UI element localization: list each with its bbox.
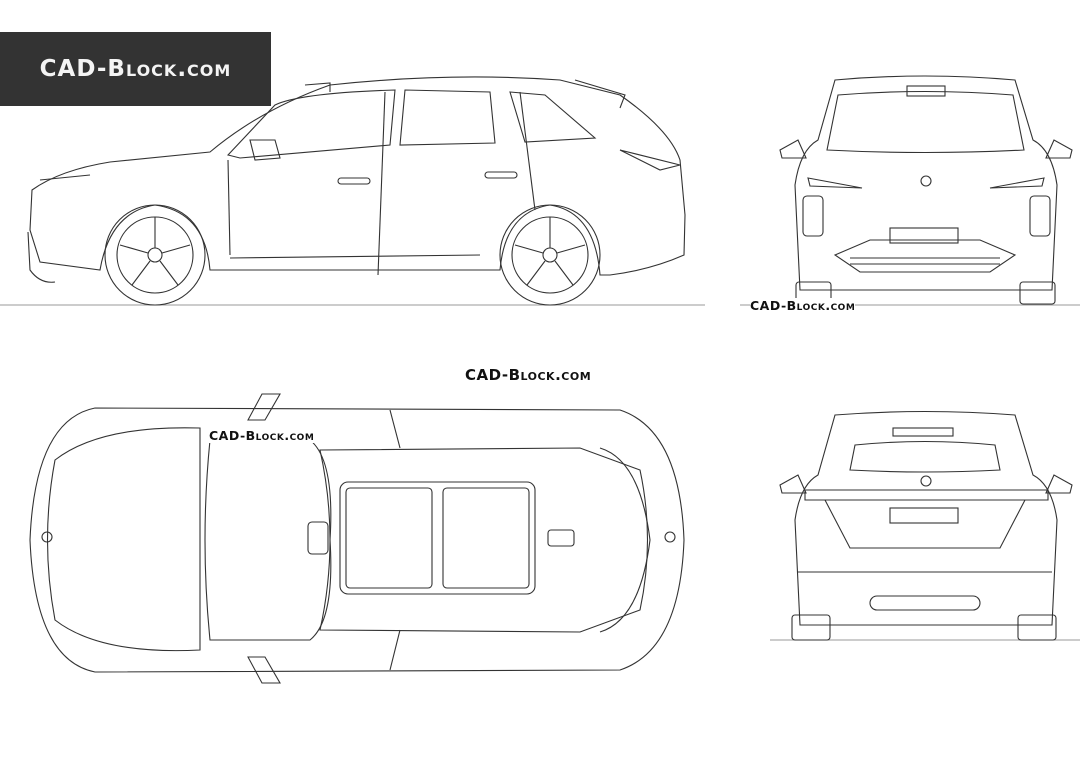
rear-view <box>779 410 1073 641</box>
watermark-top-view: CAD-Block.com <box>209 428 315 443</box>
side-view <box>27 76 686 306</box>
site-logo: CAD-Block.com <box>0 32 271 106</box>
watermark-front: CAD-Block.com <box>750 298 856 313</box>
watermark-center: CAD-Block.com <box>465 366 592 384</box>
top-view <box>29 393 685 684</box>
logo-text: CAD-Block.com <box>39 56 232 82</box>
front-view <box>779 75 1073 305</box>
